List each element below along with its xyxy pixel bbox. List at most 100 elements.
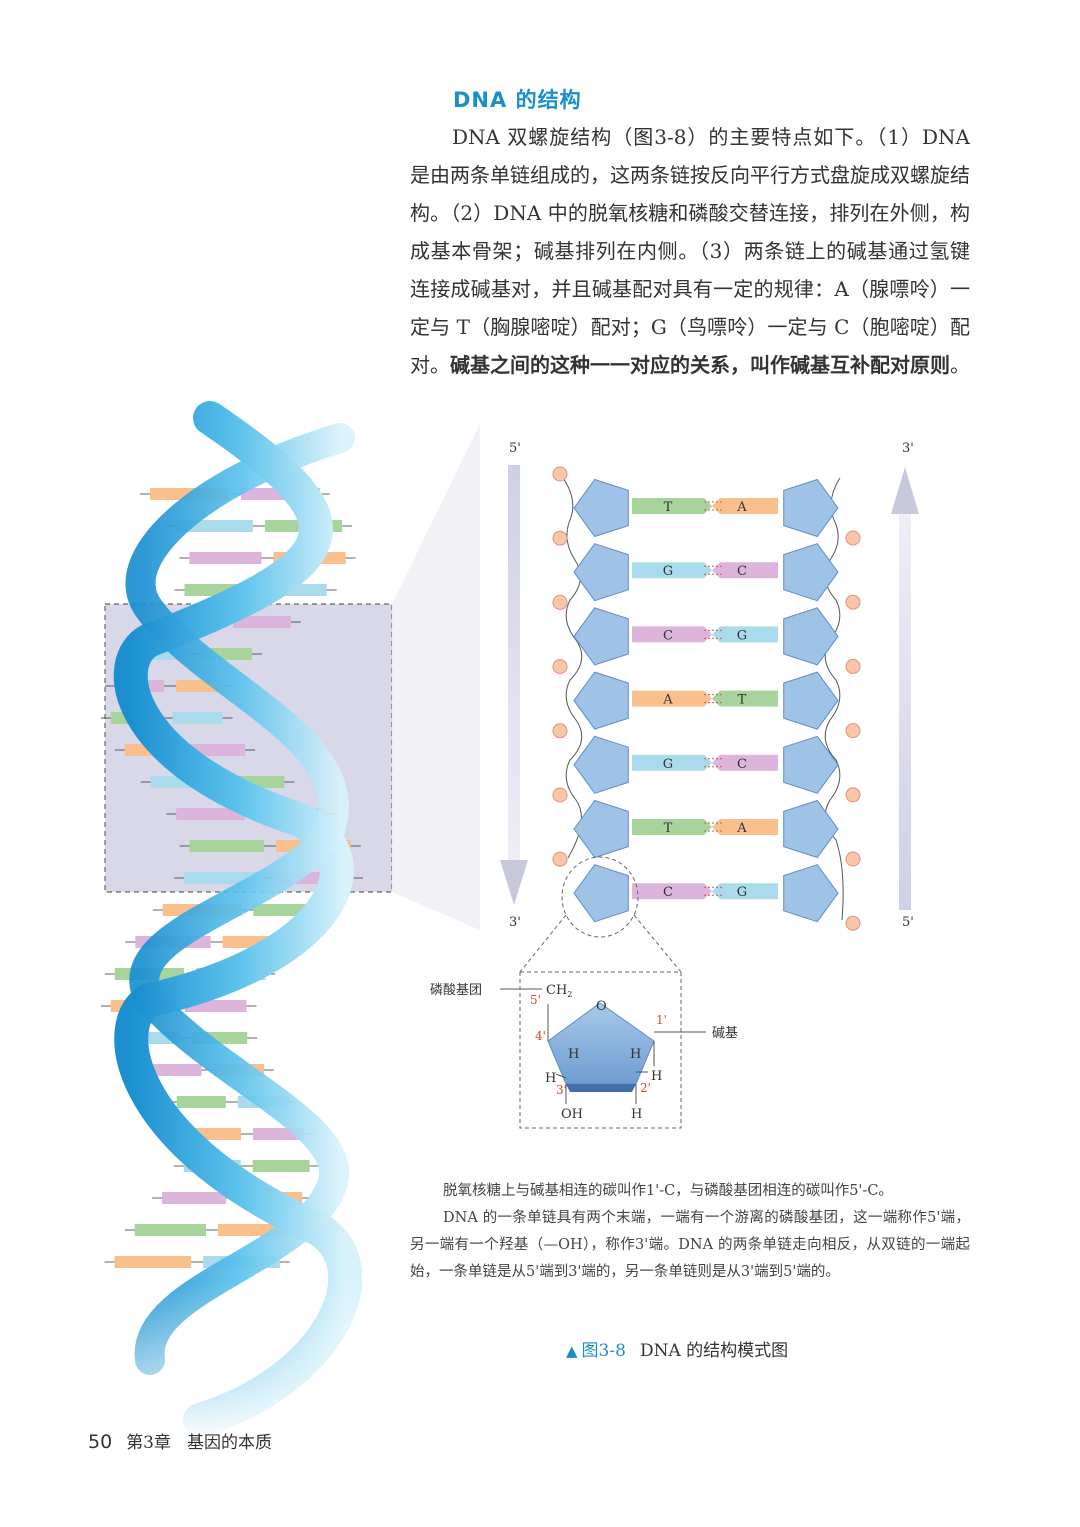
sugar-left: [573, 799, 629, 859]
base-right-letter: T: [738, 693, 747, 708]
phosphate-right: [845, 851, 861, 867]
sugar-right: [783, 607, 839, 666]
base-right-letter: G: [737, 628, 747, 643]
base-right: [712, 754, 778, 771]
rung-base-left: [189, 840, 265, 852]
caption-p2: DNA 的一条单链具有两个末端，一端有一个游离的磷酸基团，这一端称作5'端，另一…: [410, 1210, 970, 1280]
page-number: 50: [88, 1431, 113, 1453]
base-right-letter: A: [736, 500, 747, 515]
left-backbone-line: [562, 477, 583, 859]
sugar-left: [573, 543, 629, 602]
rung-base-left: [162, 1192, 227, 1204]
c2-label: 2': [640, 1081, 651, 1095]
sugar-left: [573, 607, 629, 666]
phosphate-left: [552, 466, 568, 482]
base-left-letter: T: [664, 500, 673, 515]
phosphate-right: [845, 723, 861, 739]
base-right-letter: C: [737, 564, 747, 579]
rung-base-left: [134, 1224, 206, 1236]
base-left: [632, 498, 712, 514]
body-text-end: 。: [950, 353, 970, 377]
base-right: [712, 498, 778, 514]
base-left: [632, 562, 712, 579]
helix-strand-a: [113, 401, 363, 1437]
base-left-letter: G: [663, 757, 673, 772]
phosphate-left: [552, 659, 568, 675]
ch2-label: CH2: [546, 983, 572, 999]
sugar-right: [783, 543, 839, 602]
sugar-left: [573, 671, 629, 730]
phosphate-left: [552, 851, 568, 867]
caption-p1: 脱氧核糖上与碱基相连的碳叫作1'-C，与磷酸基团相连的碳叫作5'-C。: [443, 1183, 893, 1199]
base-right: [712, 562, 778, 579]
sugar-right: [783, 478, 839, 538]
arrow-down-head: [500, 860, 528, 905]
rung-base-left: [176, 808, 245, 820]
rung-base-right: [252, 1160, 310, 1172]
chapter-number: 第3章: [126, 1433, 172, 1453]
zoom-projection: [392, 424, 480, 930]
label-left-top: 5': [509, 441, 521, 456]
label-right-top: 3': [902, 441, 914, 456]
base-right: [712, 883, 778, 900]
phosphate-right: [845, 530, 861, 546]
base-left: [632, 690, 712, 707]
magnify-circle: [561, 856, 639, 938]
base-right-letter: C: [737, 757, 747, 772]
phosphate-right: [845, 915, 861, 931]
label-left-bottom: 3': [509, 915, 521, 930]
zoom-line-left: [519, 914, 567, 973]
rung-base-right: [190, 744, 246, 756]
c4-label: 4': [535, 1029, 546, 1043]
arrow-down-shaft: [508, 465, 520, 865]
direction-arrows: 5' 3' 3' 5': [500, 441, 919, 930]
sugar-right: [783, 799, 839, 859]
h-label-1: H: [568, 1047, 579, 1062]
phosphate-group-label: 磷酸基团: [430, 983, 482, 998]
phosphate-left: [552, 723, 568, 739]
helix-strand-b: [125, 423, 355, 1375]
body-emphasis: 碱基之间的这种一一对应的关系，叫作碱基互补配对原则: [450, 353, 950, 377]
section-title: DNA 的结构: [453, 88, 582, 112]
phosphate-right: [845, 787, 861, 803]
base-left: [632, 626, 712, 643]
sugar-left: [573, 735, 629, 794]
zoom-line-right: [633, 914, 682, 973]
base-right-letter: A: [736, 821, 747, 836]
rung-base-right: [233, 616, 291, 628]
helix-fade: [90, 1280, 390, 1440]
sugar-right: [783, 735, 839, 794]
h-label-4: H: [651, 1069, 662, 1084]
base-left-letter: G: [663, 564, 673, 579]
arrow-up-shaft: [899, 510, 911, 910]
sugar-left: [573, 864, 629, 923]
sugar-right: [783, 864, 839, 923]
deoxyribose-detail: 磷酸基团 碱基 CH2 O H H H H H OH 5' 4' 3' 2' 1…: [430, 971, 738, 1129]
rung-base-right: [172, 712, 223, 724]
phosphate-left: [552, 594, 568, 610]
oh-label: OH: [561, 1107, 583, 1122]
base-left-letter: T: [664, 821, 673, 836]
rung-base-left: [176, 1096, 226, 1108]
sugar-right: [783, 671, 839, 730]
body-paragraph: DNA 双螺旋结构（图3-8）的主要特点如下。（1）DNA 是由两条单链组成的，…: [410, 118, 970, 384]
h-label-3: H: [545, 1071, 556, 1086]
phosphate-left: [552, 787, 568, 803]
sugar-pentagon-edge: [566, 1084, 636, 1092]
figure-caption: 脱氧核糖上与碱基相连的碳叫作1'-C，与磷酸基团相连的碳叫作5'-C。 DNA …: [410, 1178, 970, 1286]
base-right-letter: G: [737, 885, 747, 900]
base-left: [632, 819, 712, 835]
h-label-2: H: [630, 1047, 641, 1062]
c5-label: 5': [530, 993, 541, 1007]
oxygen-label: O: [596, 999, 607, 1014]
base-left: [632, 754, 712, 771]
base-right: [712, 626, 778, 643]
body-text: DNA 双螺旋结构（图3-8）的主要特点如下。（1）DNA 是由两条单链组成的，…: [410, 125, 970, 377]
phosphate-right: [845, 658, 861, 674]
chapter-title: 基因的本质: [187, 1433, 273, 1453]
page-footer: 50 第3章基因的本质: [88, 1428, 272, 1453]
base-right: [712, 819, 778, 835]
